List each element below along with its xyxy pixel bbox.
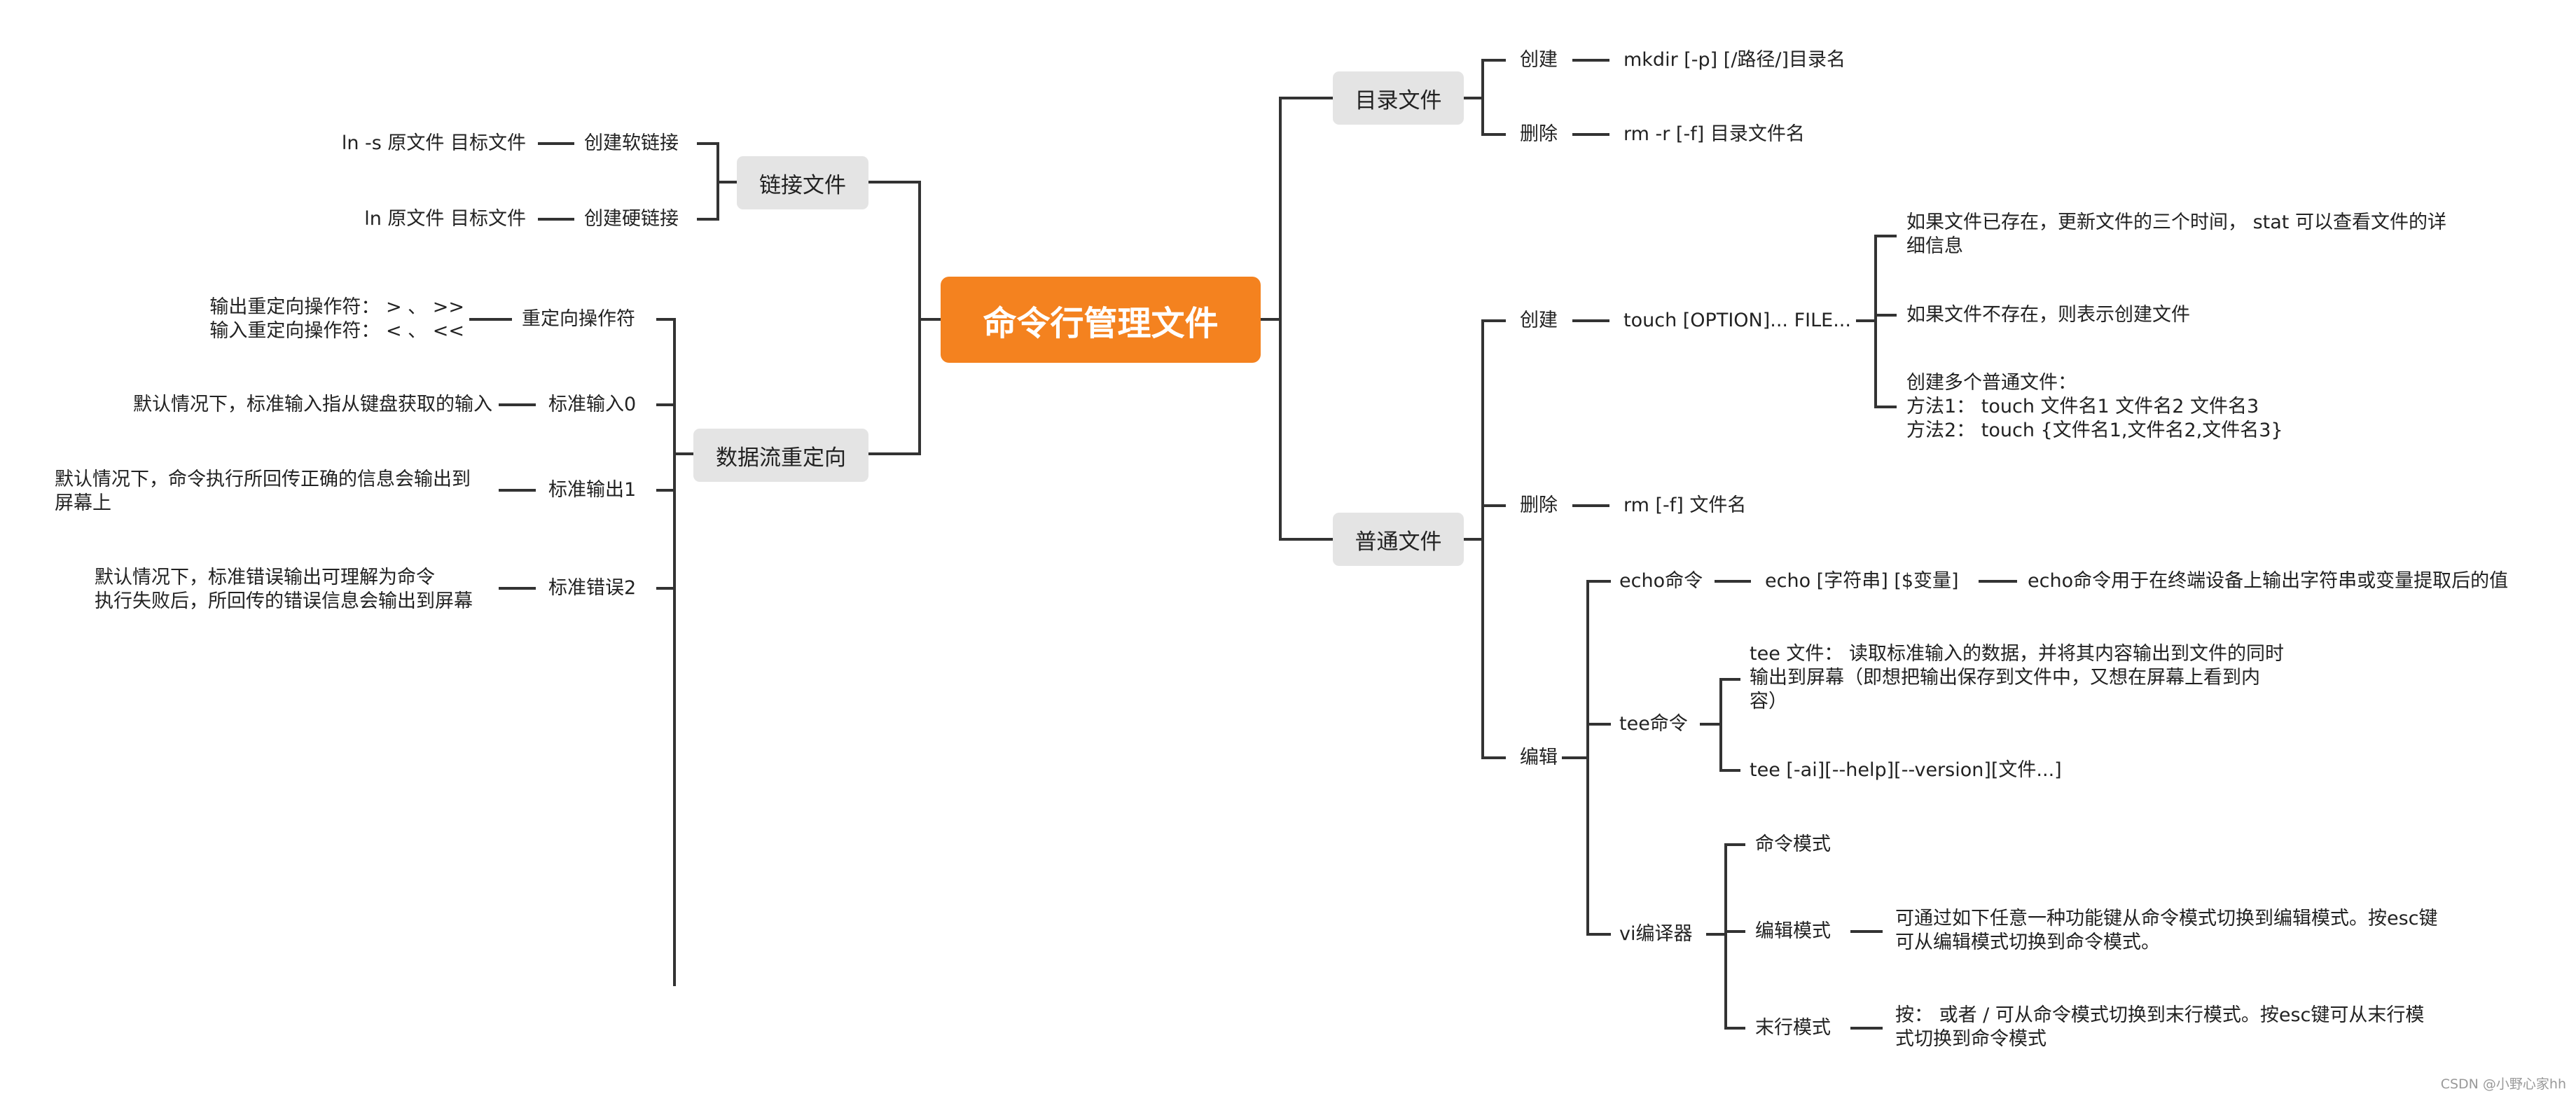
vi-edit-desc-1: 可通过如下任意一种功能键从命令模式切换到编辑模式。按esc键	[1895, 908, 2438, 929]
create-note-3-line-1: 创建多个普通文件：	[1906, 372, 2077, 394]
vi-label: vi编译器	[1619, 923, 1693, 945]
branch-regular-label: 普通文件	[1355, 529, 1442, 555]
watermark: CSDN @小野心家hh	[2440, 1076, 2566, 1092]
file-edit-label: 编辑	[1520, 747, 1558, 768]
tee-desc-3: 容）	[1750, 691, 1787, 712]
stderr-desc-2: 执行失败后，所回传的错误信息会输出到屏幕	[95, 590, 473, 612]
branch-link-files: 链接文件	[737, 156, 868, 209]
soft-link-desc: ln -s 原文件 目标文件	[341, 132, 526, 154]
create-note-1-line-2: 细信息	[1906, 235, 1963, 257]
stderr-label: 标准错误2	[548, 577, 637, 599]
hard-link-desc: ln 原文件 目标文件	[364, 208, 526, 230]
branch-redirect-label: 数据流重定向	[716, 445, 846, 471]
vi-last-desc-1: 按： 或者 / 可从命令模式切换到末行模式。按esc键可从末行模	[1895, 1004, 2425, 1026]
file-create-cmd: touch [OPTION]... FILE...	[1623, 310, 1851, 331]
redirect-operator-desc-2: 输入重定向操作符： < 、 <<	[209, 320, 464, 342]
create-note-3-line-2: 方法1： touch 文件名1 文件名2 文件名3	[1906, 396, 2259, 417]
branch-redirect: 数据流重定向	[693, 429, 868, 482]
root-label: 命令行管理文件	[983, 303, 1219, 343]
vi-edit-mode: 编辑模式	[1755, 920, 1831, 942]
branch-directory-label: 目录文件	[1355, 88, 1442, 113]
vi-command-mode: 命令模式	[1755, 833, 1831, 855]
vi-last-desc-2: 式切换到命令模式	[1895, 1028, 2047, 1050]
create-note-3-line-3: 方法2： touch {文件名1,文件名2,文件名3}	[1906, 420, 2283, 441]
echo-desc: echo命令用于在终端设备上输出字符串或变量提取后的值	[2028, 570, 2509, 592]
stderr-desc-1: 默认情况下，标准错误输出可理解为命令	[95, 567, 435, 588]
dir-delete-label: 删除	[1520, 123, 1558, 145]
echo-label: echo命令	[1619, 570, 1703, 592]
tee-desc-1: tee 文件： 读取标准输入的数据，并将其内容输出到文件的同时	[1750, 643, 2284, 665]
stdout-desc-1: 默认情况下，命令执行所回传正确的信息会输出到	[55, 469, 471, 490]
branch-link-label: 链接文件	[759, 172, 846, 198]
create-note-1-line-1: 如果文件已存在，更新文件的三个时间， stat 可以查看文件的详	[1906, 212, 2446, 233]
vi-last-line-mode: 末行模式	[1755, 1017, 1831, 1039]
echo-syntax: echo [字符串] [$变量]	[1765, 570, 1959, 592]
file-delete-cmd: rm [-f] 文件名	[1623, 494, 1747, 516]
soft-link-label: 创建软链接	[584, 132, 679, 154]
root-node: 命令行管理文件	[941, 277, 1261, 363]
stdout-desc-2: 屏幕上	[55, 492, 111, 514]
stdin-label: 标准输入0	[548, 394, 637, 415]
hard-link-label: 创建硬链接	[584, 208, 679, 230]
stdout-label: 标准输出1	[548, 479, 637, 501]
tee-syntax: tee [-ai][--help][--version][文件...]	[1750, 759, 2062, 781]
dir-create-label: 创建	[1520, 49, 1558, 71]
dir-delete-cmd: rm -r [-f] 目录文件名	[1623, 123, 1805, 145]
vi-edit-desc-2: 可从编辑模式切换到命令模式。	[1895, 932, 2160, 953]
file-delete-label: 删除	[1520, 494, 1558, 516]
stdin-desc: 默认情况下，标准输入指从键盘获取的输入	[133, 394, 492, 415]
branch-regular-files: 普通文件	[1333, 513, 1464, 566]
redirect-operator-label: 重定向操作符	[522, 308, 635, 330]
file-create-label: 创建	[1520, 310, 1558, 331]
dir-create-cmd: mkdir [-p] [/路径/]目录名	[1623, 49, 1846, 71]
tee-label: tee命令	[1619, 713, 1688, 735]
branch-directory-files: 目录文件	[1333, 71, 1464, 125]
create-note-2: 如果文件不存在，则表示创建文件	[1906, 304, 2190, 326]
redirect-operator-desc-1: 输出重定向操作符： > 、 >>	[209, 296, 464, 318]
tee-desc-2: 输出到屏幕（即想把输出保存到文件中，又想在屏幕上看到内	[1750, 667, 2260, 688]
